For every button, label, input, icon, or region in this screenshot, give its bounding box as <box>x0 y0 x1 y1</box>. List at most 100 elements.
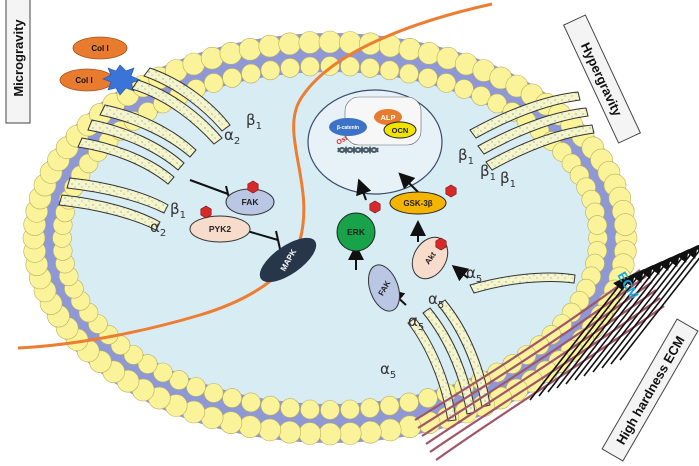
membrane-bead <box>320 400 340 420</box>
svg-text:β1: β1 <box>500 169 516 190</box>
membrane-bead <box>153 362 173 383</box>
ocn-label: OCN <box>392 126 409 135</box>
svg-text:α5: α5 <box>466 264 482 285</box>
membrane-bead <box>418 68 438 88</box>
svg-text:GSK-3β: GSK-3β <box>403 199 432 208</box>
membrane-bead <box>379 60 400 81</box>
membrane-bead <box>222 68 242 88</box>
membrane-bead <box>137 354 158 374</box>
beta-catenin-label: β-catenin <box>337 125 359 131</box>
membrane-bead <box>280 398 300 418</box>
membrane-bead <box>260 60 281 81</box>
gsk3b-node: GSK-3β <box>389 191 447 215</box>
svg-text:α2: α2 <box>150 218 166 239</box>
integrin-group-mid-left <box>58 177 169 231</box>
svg-text:α2: α2 <box>224 126 240 147</box>
erk-node: ERK <box>336 212 376 252</box>
membrane-bead <box>471 86 491 106</box>
ecm-force-arrow <box>565 260 662 385</box>
ecm-force-arrow <box>592 248 689 373</box>
membrane-bead <box>399 392 419 413</box>
membrane-bead <box>298 422 322 445</box>
membrane-bead <box>360 58 380 78</box>
svg-text:Microgravity: Microgravity <box>11 19 26 97</box>
membrane-bead <box>219 411 243 435</box>
membrane-bead <box>203 73 224 93</box>
membrane-bead <box>360 398 380 418</box>
membrane-bead <box>222 388 242 408</box>
membrane-bead <box>298 31 322 54</box>
svg-text:α5: α5 <box>428 290 444 311</box>
membrane-bead <box>340 399 360 420</box>
col-i-label: Col I <box>91 44 108 53</box>
membrane-bead <box>417 41 441 65</box>
membrane-bead <box>169 370 189 390</box>
phospho-marker <box>369 200 381 214</box>
svg-text:β1: β1 <box>458 146 474 167</box>
phospho-marker <box>200 205 212 219</box>
svg-text:FAK: FAK <box>242 197 260 207</box>
svg-text:β1: β1 <box>480 162 496 183</box>
col-i-label: Col I <box>75 76 92 85</box>
beta-catenin-blob <box>329 118 367 136</box>
ecm-force-arrow <box>583 252 680 377</box>
membrane-bead <box>241 392 261 413</box>
svg-text:High hardness ECM: High hardness ECM <box>613 333 687 447</box>
nucleus: Osteogenic differentiation β-catenin ALP… <box>307 89 443 195</box>
membrane-bead <box>318 422 342 446</box>
membrane-bead <box>238 37 262 61</box>
membrane-bead <box>358 420 382 444</box>
membrane-bead <box>203 383 224 403</box>
membrane-bead <box>340 56 360 77</box>
svg-text:α5: α5 <box>380 360 396 381</box>
membrane-bead <box>200 46 224 70</box>
membrane-bead <box>300 56 320 77</box>
alp-blob <box>374 109 402 125</box>
membrane-bead <box>379 395 400 416</box>
mapk-node: MAPK <box>259 237 317 283</box>
banner-high-hardness-ecm: High hardness ECM <box>601 318 699 462</box>
phospho-marker <box>435 237 447 251</box>
phospho-marker <box>247 180 259 194</box>
membrane-bead <box>399 63 419 84</box>
membrane-bead <box>258 34 282 58</box>
membrane-bead <box>241 63 261 84</box>
membrane-bead <box>278 32 302 56</box>
membrane-bead <box>238 415 262 439</box>
binding-star <box>102 64 141 96</box>
membrane-bead <box>418 388 438 408</box>
fak-right-node: FAK <box>367 264 401 312</box>
membrane-bead <box>300 399 320 420</box>
ecm-force-arrow <box>556 264 653 389</box>
membrane-bead <box>338 422 362 445</box>
membrane-bead <box>487 93 507 114</box>
membrane-bead <box>613 213 637 236</box>
svg-text:β1: β1 <box>246 111 262 132</box>
membrane-bead <box>318 30 342 54</box>
membrane-bead <box>186 377 206 397</box>
ecm-force-arrow <box>547 268 644 393</box>
phospho-markers <box>200 180 457 251</box>
integrin-labels: α2 β1 β1 α2 β1 β1 β1 α5 α5 α5 α5 <box>150 111 516 381</box>
membrane-bead <box>398 37 422 61</box>
membrane-bead <box>280 58 300 78</box>
membrane-bead <box>278 420 302 444</box>
membrane-bead <box>436 73 457 93</box>
svg-text:α5: α5 <box>408 312 424 333</box>
ecm-force-arrow <box>538 272 635 397</box>
ecm-force-arrows <box>529 240 699 401</box>
membrane-bead <box>587 215 608 235</box>
banner-microgravity: Microgravity <box>5 0 31 124</box>
pyk2-node: PYK2 <box>189 215 251 243</box>
svg-text:PYK2: PYK2 <box>209 224 231 234</box>
svg-text:β1: β1 <box>170 200 186 221</box>
alp-label: ALP <box>381 113 396 122</box>
phospho-marker <box>445 184 457 198</box>
membrane-bead <box>260 395 281 416</box>
integrin-group-right <box>469 91 595 171</box>
ecm-force-arrow <box>619 257 699 361</box>
svg-text:ERK: ERK <box>347 227 366 237</box>
integrin-group-top-left <box>77 67 231 185</box>
ecm-force-arrow <box>529 276 626 401</box>
membrane-bead <box>454 79 474 99</box>
